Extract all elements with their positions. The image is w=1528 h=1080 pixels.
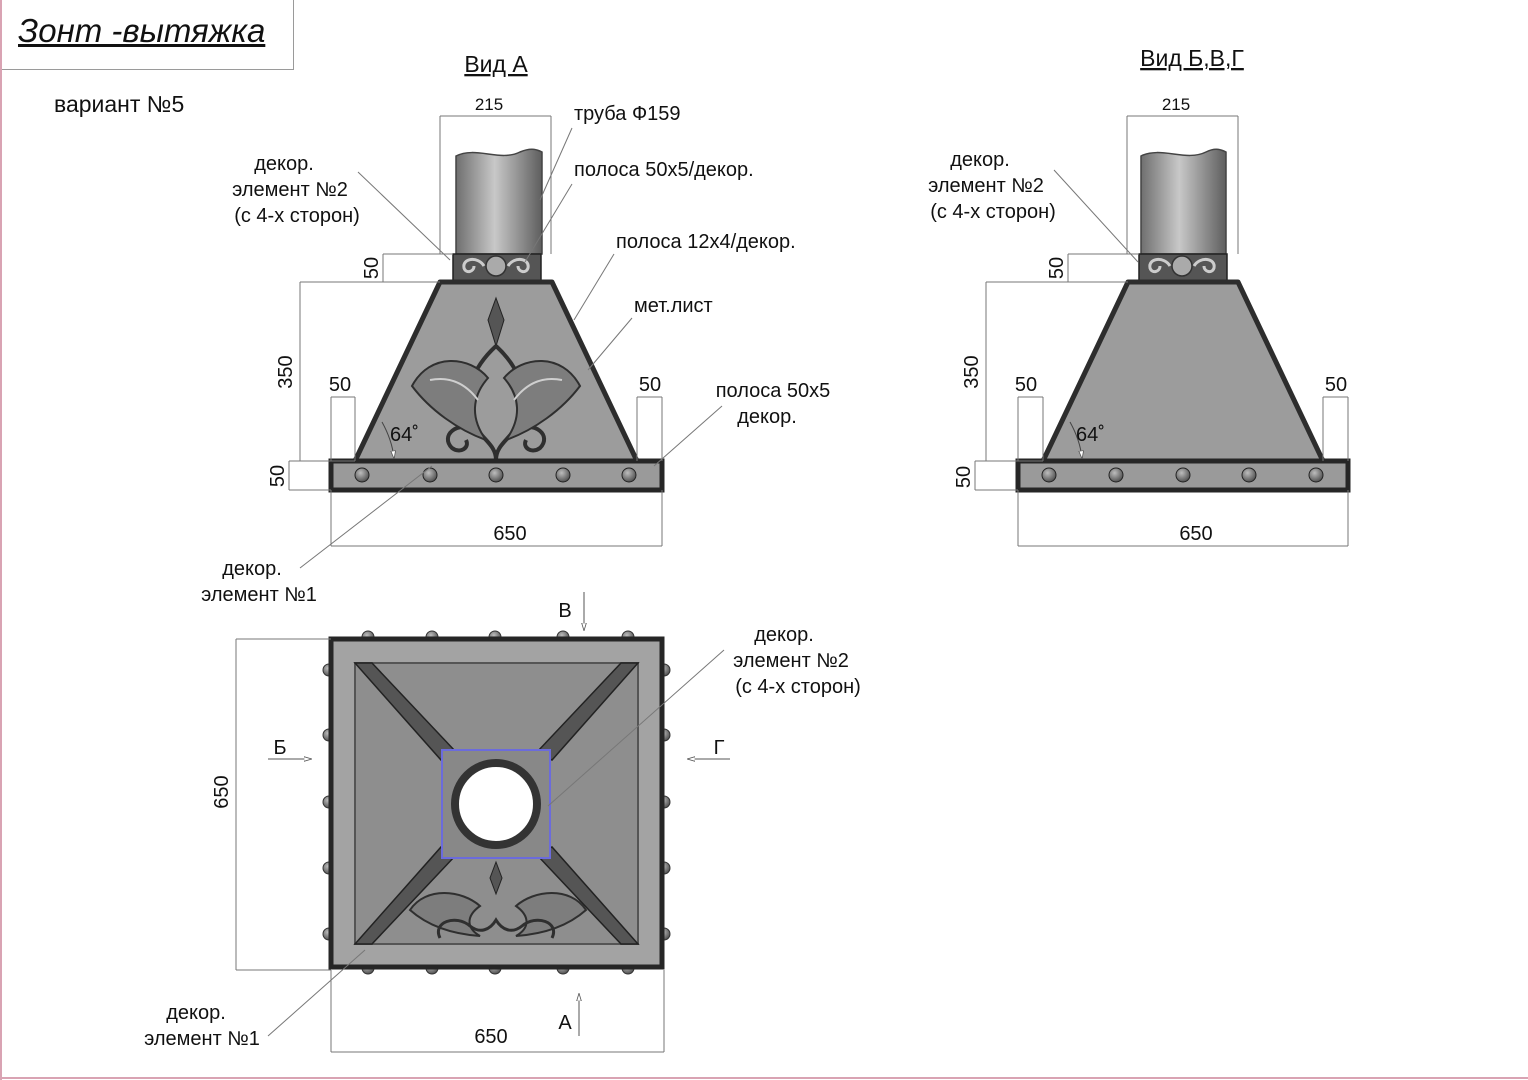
front-strip2-label: полоса 12х4/декор. <box>616 231 796 253</box>
top-decor1-label-2: элемент №1 <box>144 1028 260 1050</box>
top-width-dim: 650 <box>474 1026 507 1048</box>
front-pipe-label: труба Ф159 <box>574 103 681 125</box>
front-view: Вид А 215 <box>201 51 830 606</box>
top-decor2-label-1: декор. <box>754 624 814 646</box>
front-angle-dim: 64˚ <box>390 424 419 446</box>
front-right-offset-dim: 50 <box>639 374 661 396</box>
side-rivets <box>1041 467 1324 483</box>
top-decor2-label-3: (с 4-х сторон) <box>735 676 861 698</box>
side-decor2-label-1: декор. <box>950 149 1010 171</box>
top-decor1-label-1: декор. <box>166 1002 226 1024</box>
side-base-height-dim: 50 <box>953 466 975 488</box>
front-width-dim: 650 <box>493 523 526 545</box>
front-decor1-label-1: декор. <box>222 558 282 580</box>
top-pipe-hole <box>451 759 541 849</box>
front-pipe <box>455 148 543 255</box>
front-view-title: Вид А <box>464 51 528 77</box>
top-depth-dim: 650 <box>211 775 233 808</box>
drawing-title: Зонт -вытяжка <box>18 12 266 49</box>
front-decor2-label-2: элемент №2 <box>232 179 348 201</box>
side-view-title: Вид Б,В,Г <box>1140 45 1244 71</box>
front-strip3-label-2: декор. <box>737 406 797 428</box>
view-arrow-g-label: Г <box>714 737 725 759</box>
front-base-height-dim: 50 <box>267 465 289 487</box>
view-arrow-v-label: В <box>558 600 571 622</box>
side-decor2-label-3: (с 4-х сторон) <box>930 201 1056 223</box>
title-box <box>0 0 294 70</box>
top-view: 650 650 В А Б Г декор. элемент №2 (с 4-х… <box>144 592 861 1053</box>
front-decor2-label-3: (с 4-х сторон) <box>234 205 360 227</box>
front-ornament-icon <box>410 296 582 461</box>
side-angle-dim: 64˚ <box>1076 424 1105 446</box>
side-pipe-width-dim: 215 <box>1162 95 1190 114</box>
variant-label: вариант №5 <box>54 91 185 117</box>
side-hood-height-dim: 350 <box>961 355 983 388</box>
top-decor2-label-2: элемент №2 <box>733 650 849 672</box>
front-left-offset-dim: 50 <box>329 374 351 396</box>
side-view: Вид Б,В,Г 215 50 350 50 <box>928 45 1351 547</box>
side-collar-height-dim: 50 <box>1046 257 1068 279</box>
front-sheet-label: мет.лист <box>634 295 713 317</box>
side-pipe <box>1140 148 1227 255</box>
front-strip3-label-1: полоса 50х5 <box>716 380 831 402</box>
side-rosette-icon <box>1171 255 1193 277</box>
top-ornament-icon <box>408 860 588 939</box>
side-width-dim: 650 <box>1179 523 1212 545</box>
front-decor2-label-1: декор. <box>254 153 314 175</box>
front-strip1-label: полоса 50х5/декор. <box>574 159 754 181</box>
view-arrow-a-label: А <box>558 1012 572 1034</box>
side-left-offset-dim: 50 <box>1015 374 1037 396</box>
front-decor1-label-2: элемент №1 <box>201 584 317 606</box>
front-hood-height-dim: 350 <box>275 355 297 388</box>
front-rivets <box>354 467 637 483</box>
front-rosette-icon <box>485 255 507 277</box>
view-arrow-b-label: Б <box>273 737 286 759</box>
front-pipe-width-dim: 215 <box>475 95 503 114</box>
front-collar-height-dim: 50 <box>361 257 383 279</box>
side-decor2-label-2: элемент №2 <box>928 175 1044 197</box>
side-right-offset-dim: 50 <box>1325 374 1347 396</box>
